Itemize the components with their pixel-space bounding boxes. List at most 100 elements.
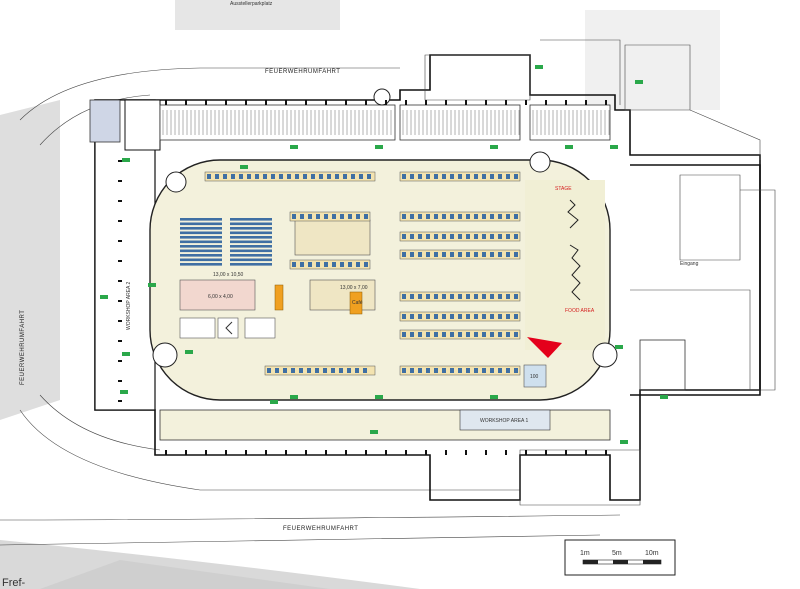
corridor-hatching bbox=[162, 110, 610, 135]
booth-stand bbox=[450, 174, 454, 179]
booth-stand bbox=[418, 314, 422, 319]
top-lane-label: FEUERWEHRUMFAHRT bbox=[265, 69, 340, 75]
booth-stand bbox=[506, 314, 510, 319]
booth-stand bbox=[514, 214, 518, 219]
seat-row bbox=[180, 245, 222, 248]
booth-stand bbox=[434, 368, 438, 373]
rotunda-nw bbox=[165, 171, 187, 193]
booth-stand bbox=[426, 332, 430, 337]
booth-stand bbox=[402, 294, 406, 299]
booth-stand bbox=[474, 294, 478, 299]
column-left bbox=[118, 220, 122, 222]
booth-stand bbox=[410, 174, 414, 179]
booth-stand bbox=[319, 174, 323, 179]
booth-stand bbox=[402, 314, 406, 319]
column-left bbox=[118, 160, 122, 162]
booth-stand bbox=[442, 252, 446, 257]
booth-stand bbox=[442, 174, 446, 179]
booth-stand bbox=[410, 234, 414, 239]
wall-columns bbox=[118, 100, 607, 455]
booth-stand bbox=[418, 234, 422, 239]
booth-stand bbox=[458, 314, 462, 319]
exit-sign-icon bbox=[490, 145, 498, 149]
column-top bbox=[545, 100, 547, 105]
exit-sign-icon bbox=[490, 395, 498, 399]
booth-stand bbox=[340, 214, 344, 219]
column-bottom bbox=[525, 450, 527, 455]
column-top bbox=[485, 100, 487, 105]
booth-stand bbox=[450, 294, 454, 299]
booth-stand bbox=[418, 368, 422, 373]
booth-stand bbox=[490, 332, 494, 337]
booth-stand bbox=[466, 234, 470, 239]
left-booth-a bbox=[179, 317, 216, 339]
booth-stand bbox=[275, 368, 279, 373]
booth-stand bbox=[279, 174, 283, 179]
bottom-lane-label: FEUERWEHRUMFAHRT bbox=[283, 526, 358, 532]
stage-desk bbox=[274, 284, 284, 311]
booth-stand bbox=[498, 294, 502, 299]
booth-stand bbox=[434, 252, 438, 257]
booth-stand bbox=[466, 332, 470, 337]
column-bottom bbox=[505, 450, 507, 455]
booth-stand bbox=[466, 368, 470, 373]
column-top bbox=[305, 100, 307, 105]
booth-stand bbox=[482, 332, 486, 337]
booth-stand bbox=[426, 252, 430, 257]
seat-row bbox=[230, 249, 272, 253]
booth-stand bbox=[442, 294, 446, 299]
booth-stand bbox=[426, 368, 430, 373]
column-bottom bbox=[385, 450, 387, 455]
booth-stand bbox=[426, 294, 430, 299]
column-top bbox=[345, 100, 347, 105]
booth-stand bbox=[442, 314, 446, 319]
booth-stand bbox=[482, 294, 486, 299]
top-lot-label: Ausstellerparkplatz bbox=[230, 1, 273, 7]
booth-stand bbox=[356, 262, 360, 267]
scale-label-2: 5m bbox=[612, 550, 622, 557]
seat-row bbox=[230, 218, 272, 221]
booth-stand bbox=[482, 314, 486, 319]
entrance-label: Eingang bbox=[680, 261, 699, 267]
exit-sign-icon bbox=[370, 430, 378, 434]
column-left bbox=[118, 360, 122, 362]
booth-stand bbox=[410, 368, 414, 373]
exit-sign-icon bbox=[148, 283, 156, 287]
workshop-2-label: WORKSHOP AREA 2 bbox=[126, 282, 132, 330]
booth-stand bbox=[348, 262, 352, 267]
booth-stand bbox=[324, 214, 328, 219]
seat-row bbox=[230, 227, 272, 230]
booth-stand bbox=[343, 174, 347, 179]
booth-stand bbox=[410, 332, 414, 337]
booth-stand bbox=[506, 214, 510, 219]
seat-row bbox=[180, 249, 222, 253]
booth-stand bbox=[418, 214, 422, 219]
booth-stand bbox=[418, 294, 422, 299]
booth-stand bbox=[247, 174, 251, 179]
booth-stand bbox=[474, 332, 478, 337]
seating-area bbox=[180, 218, 272, 266]
booth-stand bbox=[402, 234, 406, 239]
column-bottom bbox=[545, 450, 547, 455]
booth-stand bbox=[434, 174, 438, 179]
booth-stand bbox=[514, 368, 518, 373]
booth-stand bbox=[450, 332, 454, 337]
booth-stand bbox=[434, 314, 438, 319]
booth-stand bbox=[434, 234, 438, 239]
booth-stand bbox=[307, 368, 311, 373]
booth-stand bbox=[426, 234, 430, 239]
booth-stand bbox=[410, 294, 414, 299]
booth-stand bbox=[418, 332, 422, 337]
booth-stand bbox=[458, 368, 462, 373]
booth-stand bbox=[466, 294, 470, 299]
column-left bbox=[118, 200, 122, 202]
food-rail-bottom bbox=[569, 244, 581, 301]
stage-label: STAGE bbox=[555, 186, 572, 192]
column-top bbox=[245, 100, 247, 105]
booth-stand bbox=[466, 314, 470, 319]
exit-sign-icon bbox=[122, 158, 130, 162]
booth-stand bbox=[458, 174, 462, 179]
booth-stand bbox=[410, 252, 414, 257]
booth-stand bbox=[450, 214, 454, 219]
booth-stand bbox=[498, 234, 502, 239]
